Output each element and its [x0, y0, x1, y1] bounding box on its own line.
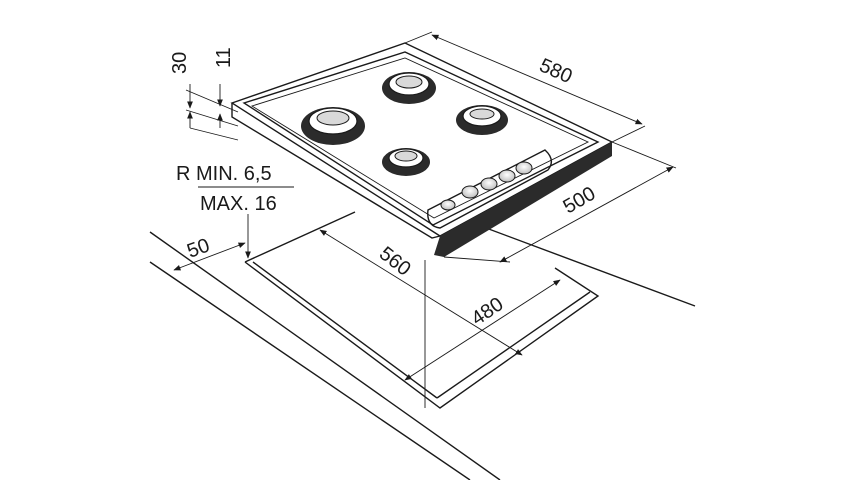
label-radius-min: R MIN. 6,5 — [176, 163, 272, 185]
label-radius-max: MAX. 16 — [200, 193, 277, 215]
dim-580: 580 — [404, 31, 646, 143]
label-560: 560 — [375, 243, 415, 281]
burner-front — [382, 148, 430, 176]
radius-callout: R MIN. 6,5 MAX. 16 — [176, 163, 294, 259]
burner-right — [456, 105, 508, 135]
dim-heights: 30 11 — [169, 47, 239, 141]
dim-480: 480 — [404, 279, 561, 381]
worktop — [149, 221, 696, 480]
burner-left — [301, 107, 365, 145]
label-500: 500 — [560, 183, 600, 219]
burner-rear — [382, 72, 436, 104]
label-11: 11 — [213, 47, 235, 68]
label-580: 580 — [536, 54, 575, 88]
label-30: 30 — [169, 52, 191, 74]
dim-50: 50 — [173, 234, 246, 271]
cutout-opening — [244, 211, 600, 409]
dim-560: 560 — [319, 229, 523, 356]
